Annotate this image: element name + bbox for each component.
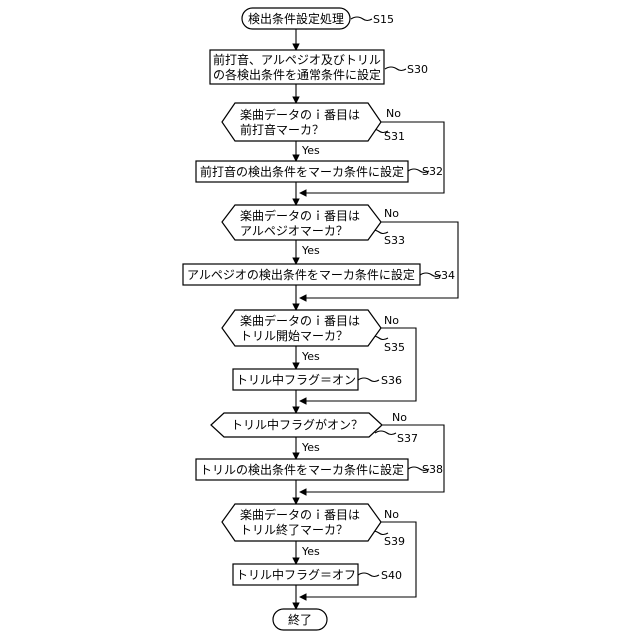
- no-label-s33: No: [384, 207, 399, 220]
- yes-label-s33: Yes: [301, 244, 320, 257]
- process-s32: 前打音の検出条件をマーカ条件に設定: [196, 161, 408, 182]
- decision-s35: 楽曲データのｉ番目は トリル開始マーカ？: [222, 310, 381, 346]
- decision-s37-text: トリル中フラグがオン？: [231, 417, 363, 432]
- decision-s37: トリル中フラグがオン？: [211, 413, 382, 437]
- process-s30: 前打音、アルペジオ及びトリル の各検出条件を通常条件に設定: [210, 50, 384, 84]
- decision-s39-line2: トリル終了マーカ？: [240, 522, 348, 537]
- yes-label-s31: Yes: [301, 144, 320, 157]
- process-s30-line1: 前打音、アルペジオ及びトリル: [213, 52, 381, 67]
- no-label-s37: No: [392, 411, 407, 424]
- process-s38: トリルの検出条件をマーカ条件に設定: [196, 459, 408, 480]
- yes-label-s39: Yes: [301, 545, 320, 558]
- step-label-s40: S40: [381, 569, 402, 582]
- process-s34: アルペジオの検出条件をマーカ条件に設定: [183, 264, 420, 285]
- decision-s31-line1: 楽曲データのｉ番目は: [240, 107, 360, 122]
- decision-s35-line1: 楽曲データのｉ番目は: [240, 313, 360, 328]
- decision-s33: 楽曲データのｉ番目は アルペジオマーカ？: [222, 205, 381, 240]
- decision-s39-line1: 楽曲データのｉ番目は: [240, 507, 360, 522]
- process-s34-text: アルペジオの検出条件をマーカ条件に設定: [187, 267, 415, 282]
- decision-s31-line2: 前打音マーカ？: [240, 122, 324, 137]
- yes-label-s35: Yes: [301, 350, 320, 363]
- step-label-s35: S35: [384, 341, 405, 354]
- decision-s39: 楽曲データのｉ番目は トリル終了マーカ？: [222, 504, 381, 541]
- step-label-s32: S32: [422, 165, 443, 178]
- step-label-s37: S37: [397, 432, 418, 445]
- process-s36: トリル中フラグ＝オン: [233, 369, 358, 390]
- decision-s35-line2: トリル開始マーカ？: [240, 329, 348, 343]
- no-label-s35: No: [384, 314, 399, 327]
- start-terminal-text: 検出条件設定処理: [248, 11, 344, 26]
- step-label-s31: S31: [384, 130, 405, 143]
- end-terminal: 終了: [273, 609, 327, 630]
- process-s40: トリル中フラグ＝オフ: [233, 564, 358, 585]
- no-label-s39: No: [384, 508, 399, 521]
- step-label-s38: S38: [422, 463, 443, 476]
- process-s30-line2: の各検出条件を通常条件に設定: [213, 67, 381, 82]
- yes-label-s37: Yes: [301, 441, 320, 454]
- process-s36-text: トリル中フラグ＝オン: [236, 372, 356, 387]
- decision-s33-line1: 楽曲データのｉ番目は: [240, 208, 360, 223]
- step-label-s33: S33: [384, 234, 405, 247]
- step-leaders: [351, 17, 441, 577]
- step-label-s15: S15: [373, 13, 394, 26]
- step-label-s36: S36: [381, 374, 402, 387]
- decision-s31: 楽曲データのｉ番目は 前打音マーカ？: [222, 103, 381, 141]
- step-label-s39: S39: [384, 535, 405, 548]
- no-label-s31: No: [386, 107, 401, 120]
- process-s32-text: 前打音の検出条件をマーカ条件に設定: [200, 164, 404, 179]
- process-s40-text: トリル中フラグ＝オフ: [236, 567, 356, 582]
- end-terminal-text: 終了: [288, 612, 312, 627]
- step-label-s30: S30: [407, 63, 428, 76]
- start-terminal: 検出条件設定処理: [242, 8, 350, 29]
- decision-s33-line2: アルペジオマーカ？: [240, 224, 348, 238]
- process-s38-text: トリルの検出条件をマーカ条件に設定: [200, 462, 404, 477]
- step-label-s34: S34: [434, 269, 455, 282]
